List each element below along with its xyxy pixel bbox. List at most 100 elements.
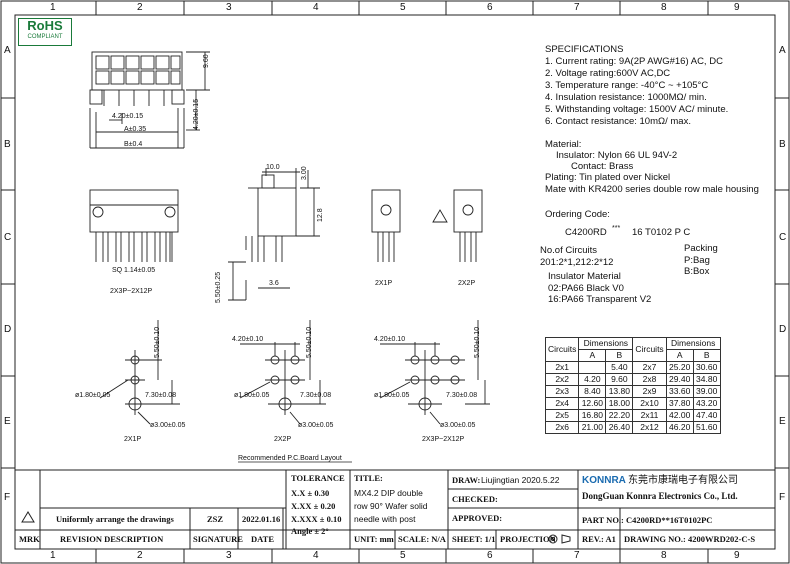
table-cell: 2x2 [544, 373, 580, 386]
table-cell: 30.60 [692, 361, 721, 374]
table-cell: 2x11 [632, 409, 667, 422]
pcb-layout-2x1p [99, 320, 180, 425]
table-cell: 2x6 [544, 421, 580, 434]
table-cell: 5.40 [605, 361, 634, 374]
ordering-code-prefix: C4200RD [565, 227, 607, 238]
col-label-bottom: 8 [661, 550, 667, 561]
rev: REV.: A1 [582, 534, 616, 544]
table-cell: 2x7 [632, 361, 667, 374]
drawing-no: DRAWING NO.: 4200WRD202-C-S [624, 534, 756, 544]
ordering-code-stars: *** [612, 225, 621, 232]
side-caption-2x1p: 2X1P [375, 280, 393, 287]
pcb3-hole: ø1.80±0.05 [374, 392, 410, 399]
table-cell: 2x3 [544, 385, 580, 398]
table-cell: 2x12 [632, 421, 667, 434]
dim-a-035: A±0.35 [124, 126, 147, 133]
row-label-left: D [4, 324, 12, 335]
ordering-packing-box: B:Box [684, 266, 710, 277]
spec-line-1: 1. Current rating: 9A(2P AWG#16) AC, DC [545, 56, 723, 67]
pcb2-hole: ø1.80±0.05 [234, 392, 270, 399]
tolerance-label: TOLERANCE [291, 473, 345, 483]
col-dimensions-1: Dimensions [578, 337, 634, 350]
row-label-left: A [4, 45, 11, 56]
dim-9-60: 9.60 [203, 54, 210, 68]
col-label-top: 3 [226, 2, 232, 13]
col-label-bottom: 9 [734, 550, 740, 561]
table-cell: 2x4 [544, 397, 580, 410]
table-cell: 46.20 [665, 421, 694, 434]
title-line-1: MX4.2 DIP double [354, 488, 423, 498]
tol-xx: X.XX ± 0.20 [291, 501, 336, 511]
pcb2-peg: ø3.00±0.05 [298, 422, 334, 429]
pcb3-dim-h: 4.20±0.10 [374, 336, 406, 343]
row-label-left: E [4, 416, 11, 427]
spec-heading: SPECIFICATIONS [545, 44, 624, 55]
row-label-right: B [779, 139, 786, 150]
table-cell: 33.60 [665, 385, 694, 398]
pcb1-hole: ø1.80±0.05 [75, 392, 111, 399]
col-label-bottom: 7 [574, 550, 580, 561]
spec-line-3: 3. Temperature range: -40°C ~ +105°C [545, 80, 709, 91]
col-label-top: 2 [137, 2, 143, 13]
title-line-3: needle with post [354, 514, 416, 524]
approved-label: APPROVED: [452, 513, 503, 523]
revision-date: 2022.01.16 [242, 514, 281, 524]
spec-line-4: 4. Insulation resistance: 1000MΩ/ min. [545, 92, 707, 103]
pcb1-caption: 2X1P [124, 436, 142, 443]
pcb1-dim-v: 5.50±0.10 [154, 326, 161, 358]
projection-label: PROJECTION [500, 534, 556, 544]
table-cell: 18.00 [605, 397, 634, 410]
dim-10-0: 10.0 [266, 164, 280, 171]
header-mark: MRK [19, 534, 40, 544]
pcb2-caption: 2X2P [274, 436, 292, 443]
tol-xxx: X.XXX ± 0.10 [291, 514, 342, 524]
dim-4-20-015-vert: 4.20±0.15 [193, 98, 200, 130]
table-cell [578, 361, 607, 374]
dim-3-00: 3.00 [301, 166, 308, 180]
col-b-1: B [605, 349, 634, 362]
col-circuits-1: Circuits [544, 337, 580, 362]
side-view [228, 168, 320, 301]
header-date: DATE [251, 534, 274, 544]
row-label-right: A [779, 45, 786, 56]
col-label-bottom: 1 [50, 550, 56, 561]
table-cell: 16.80 [578, 409, 607, 422]
dim-5-50-025: 5.50±0.25 [215, 271, 222, 303]
dim-12-8: 12.8 [317, 208, 324, 222]
dim-sq: SQ 1.14±0.05 [112, 267, 156, 274]
table-cell: 8.40 [578, 385, 607, 398]
col-a-2: A [665, 349, 694, 362]
row-label-right: F [779, 492, 786, 503]
sheet-label: SHEET: 1/1 [452, 534, 496, 544]
col-label-top: 1 [50, 2, 56, 13]
front-view-top [89, 51, 210, 149]
col-a-1: A [578, 349, 607, 362]
ordering-circuits-values: 201:2*1,212:2*12 [540, 257, 614, 268]
col-label-top: 5 [400, 2, 406, 13]
draw-label: DRAW: [452, 475, 481, 485]
ordering-packing-label: Packing [684, 243, 718, 254]
material-line-1: Material: [545, 139, 582, 150]
col-circuits-2: Circuits [632, 337, 667, 362]
front-caption: 2X3P~2X12P [110, 288, 153, 295]
table-cell: 26.40 [605, 421, 634, 434]
col-label-top: 8 [661, 2, 667, 13]
col-label-top: 6 [487, 2, 493, 13]
side-view-small [371, 189, 483, 262]
col-b-2: B [692, 349, 721, 362]
pcb3-dim-v: 5.50±0.10 [474, 326, 481, 358]
ordering-insulator-02: 02:PA66 Black V0 [548, 283, 624, 294]
row-label-right: C [779, 232, 787, 243]
table-cell: 22.20 [605, 409, 634, 422]
ordering-packing-bag: P:Bag [684, 255, 710, 266]
table-cell: 4.20 [578, 373, 607, 386]
ordering-insulator-label: Insulator Material [548, 271, 621, 282]
material-line-2: Insulator: Nylon 66 UL 94V-2 [556, 150, 678, 161]
col-label-top: 9 [734, 2, 740, 13]
revision-signature: ZSZ [207, 514, 224, 524]
unit-label: UNIT: mm [354, 534, 394, 544]
